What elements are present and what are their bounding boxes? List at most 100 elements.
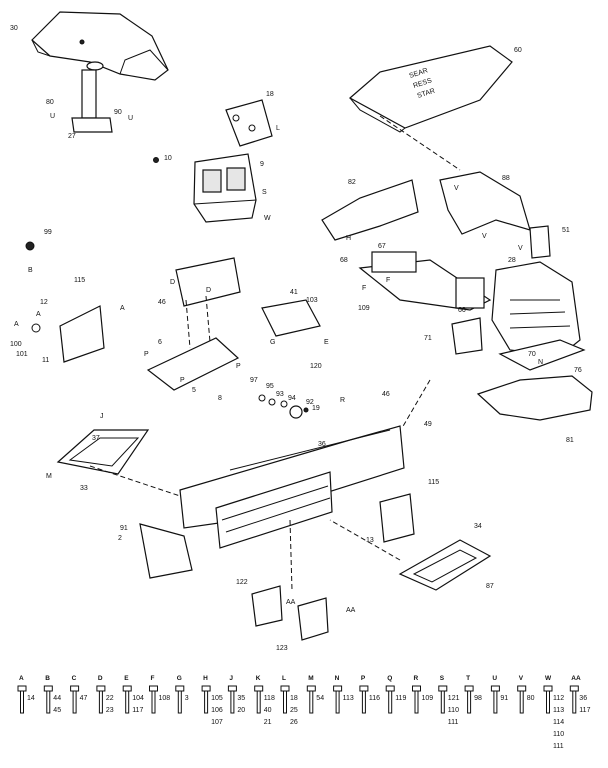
bolt-shank bbox=[20, 690, 24, 714]
hardware-row: A14B4445C47D2223E104117F108G3H105106107J… bbox=[17, 675, 591, 750]
hardware-part-number: 119 bbox=[395, 695, 406, 702]
bolt-head bbox=[227, 685, 237, 692]
hardware-letter-g: G bbox=[177, 675, 182, 682]
hardware-part-number: 21 bbox=[264, 719, 272, 726]
callout-u1: U bbox=[50, 113, 55, 120]
bolt-shank bbox=[309, 690, 314, 714]
hardware-part-number: 106 bbox=[211, 707, 223, 714]
hardware-part-number: 114 bbox=[553, 719, 564, 726]
hardware-part-number: 117 bbox=[132, 707, 143, 714]
hardware-letter-h: H bbox=[203, 675, 208, 682]
callout-r1: R bbox=[340, 397, 345, 404]
seat-part-30 bbox=[31, 11, 169, 133]
assembly-line bbox=[185, 299, 191, 349]
callout-46a: 46 bbox=[158, 299, 166, 306]
hardware-part-number: 118 bbox=[264, 695, 275, 702]
callout-87: 87 bbox=[486, 583, 494, 590]
bracket-part-51 bbox=[529, 225, 551, 259]
callout-f2: F bbox=[386, 277, 390, 284]
callout-5: 5 bbox=[192, 387, 196, 394]
bolt-head bbox=[306, 685, 316, 692]
hardware-letter-m: M bbox=[308, 675, 313, 682]
callout-12: 12 bbox=[40, 299, 48, 306]
callout-aa2: AA bbox=[346, 607, 356, 614]
seat-cover-part-60: SEAR RESS STAR bbox=[348, 45, 513, 133]
hardware-part-number: 110 bbox=[553, 731, 564, 738]
callout-88: 88 bbox=[502, 175, 510, 182]
callout-19: 19 bbox=[312, 405, 320, 412]
assembly-line bbox=[329, 519, 401, 561]
bolt-shank bbox=[467, 690, 472, 714]
hardware-letter-n: N bbox=[335, 675, 340, 682]
footrest-part-37 bbox=[56, 429, 150, 475]
bolt-head bbox=[569, 685, 579, 692]
callout-100: 100 bbox=[10, 341, 22, 348]
callout-p2: P bbox=[236, 363, 241, 370]
hardware-letter-s: S bbox=[440, 675, 445, 682]
callout-s1: S bbox=[262, 189, 267, 196]
bracket-part-18 bbox=[225, 99, 273, 147]
callout-18: 18 bbox=[266, 91, 274, 98]
bolt-shank bbox=[230, 690, 235, 714]
callout-76: 76 bbox=[574, 367, 582, 374]
callout-33: 33 bbox=[80, 485, 88, 492]
callout-8: 8 bbox=[218, 395, 222, 402]
callout-6: 6 bbox=[158, 339, 162, 346]
panel-part-46 bbox=[175, 257, 241, 307]
callout-41: 41 bbox=[290, 289, 298, 296]
callout-w1: W bbox=[264, 215, 271, 222]
bolt-shank bbox=[283, 690, 287, 714]
hardware-part-number: 104 bbox=[132, 695, 144, 702]
console-part-9 bbox=[193, 153, 257, 223]
part-99 bbox=[25, 241, 35, 251]
bolt-head bbox=[359, 685, 369, 692]
callout-l1: L bbox=[276, 125, 280, 132]
callout-37: 37 bbox=[92, 435, 100, 442]
hardware-part-number: 110 bbox=[448, 707, 459, 714]
bolt-shank bbox=[335, 690, 340, 714]
hardware-part-number: 112 bbox=[553, 695, 564, 702]
bolt-shank bbox=[572, 690, 577, 714]
hardware-part-number: 44 bbox=[53, 695, 61, 702]
hardware-letter-aa: AA bbox=[571, 675, 581, 682]
hardware-part-number: 45 bbox=[53, 707, 61, 714]
callout-a1: A bbox=[14, 321, 19, 328]
hardware-part-number: 109 bbox=[422, 695, 434, 702]
bracket-part-88 bbox=[439, 171, 531, 235]
hardware-part-number: 26 bbox=[290, 719, 298, 726]
callout-67: 67 bbox=[378, 243, 386, 250]
callout-115a: 115 bbox=[74, 277, 85, 284]
hardware-letter-b: B bbox=[45, 675, 50, 682]
plate-part-6 bbox=[146, 337, 240, 391]
callout-82: 82 bbox=[348, 179, 356, 186]
callout-v2: V bbox=[482, 233, 487, 240]
callout-95: 95 bbox=[266, 383, 274, 390]
callout-101: 101 bbox=[16, 351, 28, 358]
callout-92: 92 bbox=[306, 399, 314, 406]
bolt-head bbox=[254, 685, 264, 692]
callout-99: 99 bbox=[44, 229, 52, 236]
hardware-part-number: 40 bbox=[264, 707, 272, 714]
callout-90: 90 bbox=[114, 109, 122, 116]
hardware-part-number: 116 bbox=[369, 695, 380, 702]
hardware-part-number: 35 bbox=[237, 695, 245, 702]
bolt-head bbox=[490, 685, 500, 692]
hardware-part-number: 98 bbox=[474, 695, 482, 702]
callout-h1: H bbox=[346, 235, 351, 242]
callout-49: 49 bbox=[424, 421, 432, 428]
hardware-part-number: 14 bbox=[27, 695, 35, 702]
bracket-part-68 bbox=[371, 251, 417, 273]
hardware-part-number: 113 bbox=[343, 695, 354, 702]
panel-part-103 bbox=[261, 299, 321, 337]
bolt-shank bbox=[151, 690, 156, 714]
trim-part-76 bbox=[498, 339, 586, 371]
hardware-part-number: 36 bbox=[579, 695, 587, 702]
bolt-shank bbox=[519, 690, 524, 714]
callout-51: 51 bbox=[562, 227, 570, 234]
bracket-hole bbox=[232, 114, 240, 122]
callout-f1: F bbox=[362, 285, 366, 292]
bolt-head bbox=[175, 685, 185, 692]
bolt-shank bbox=[546, 690, 550, 714]
